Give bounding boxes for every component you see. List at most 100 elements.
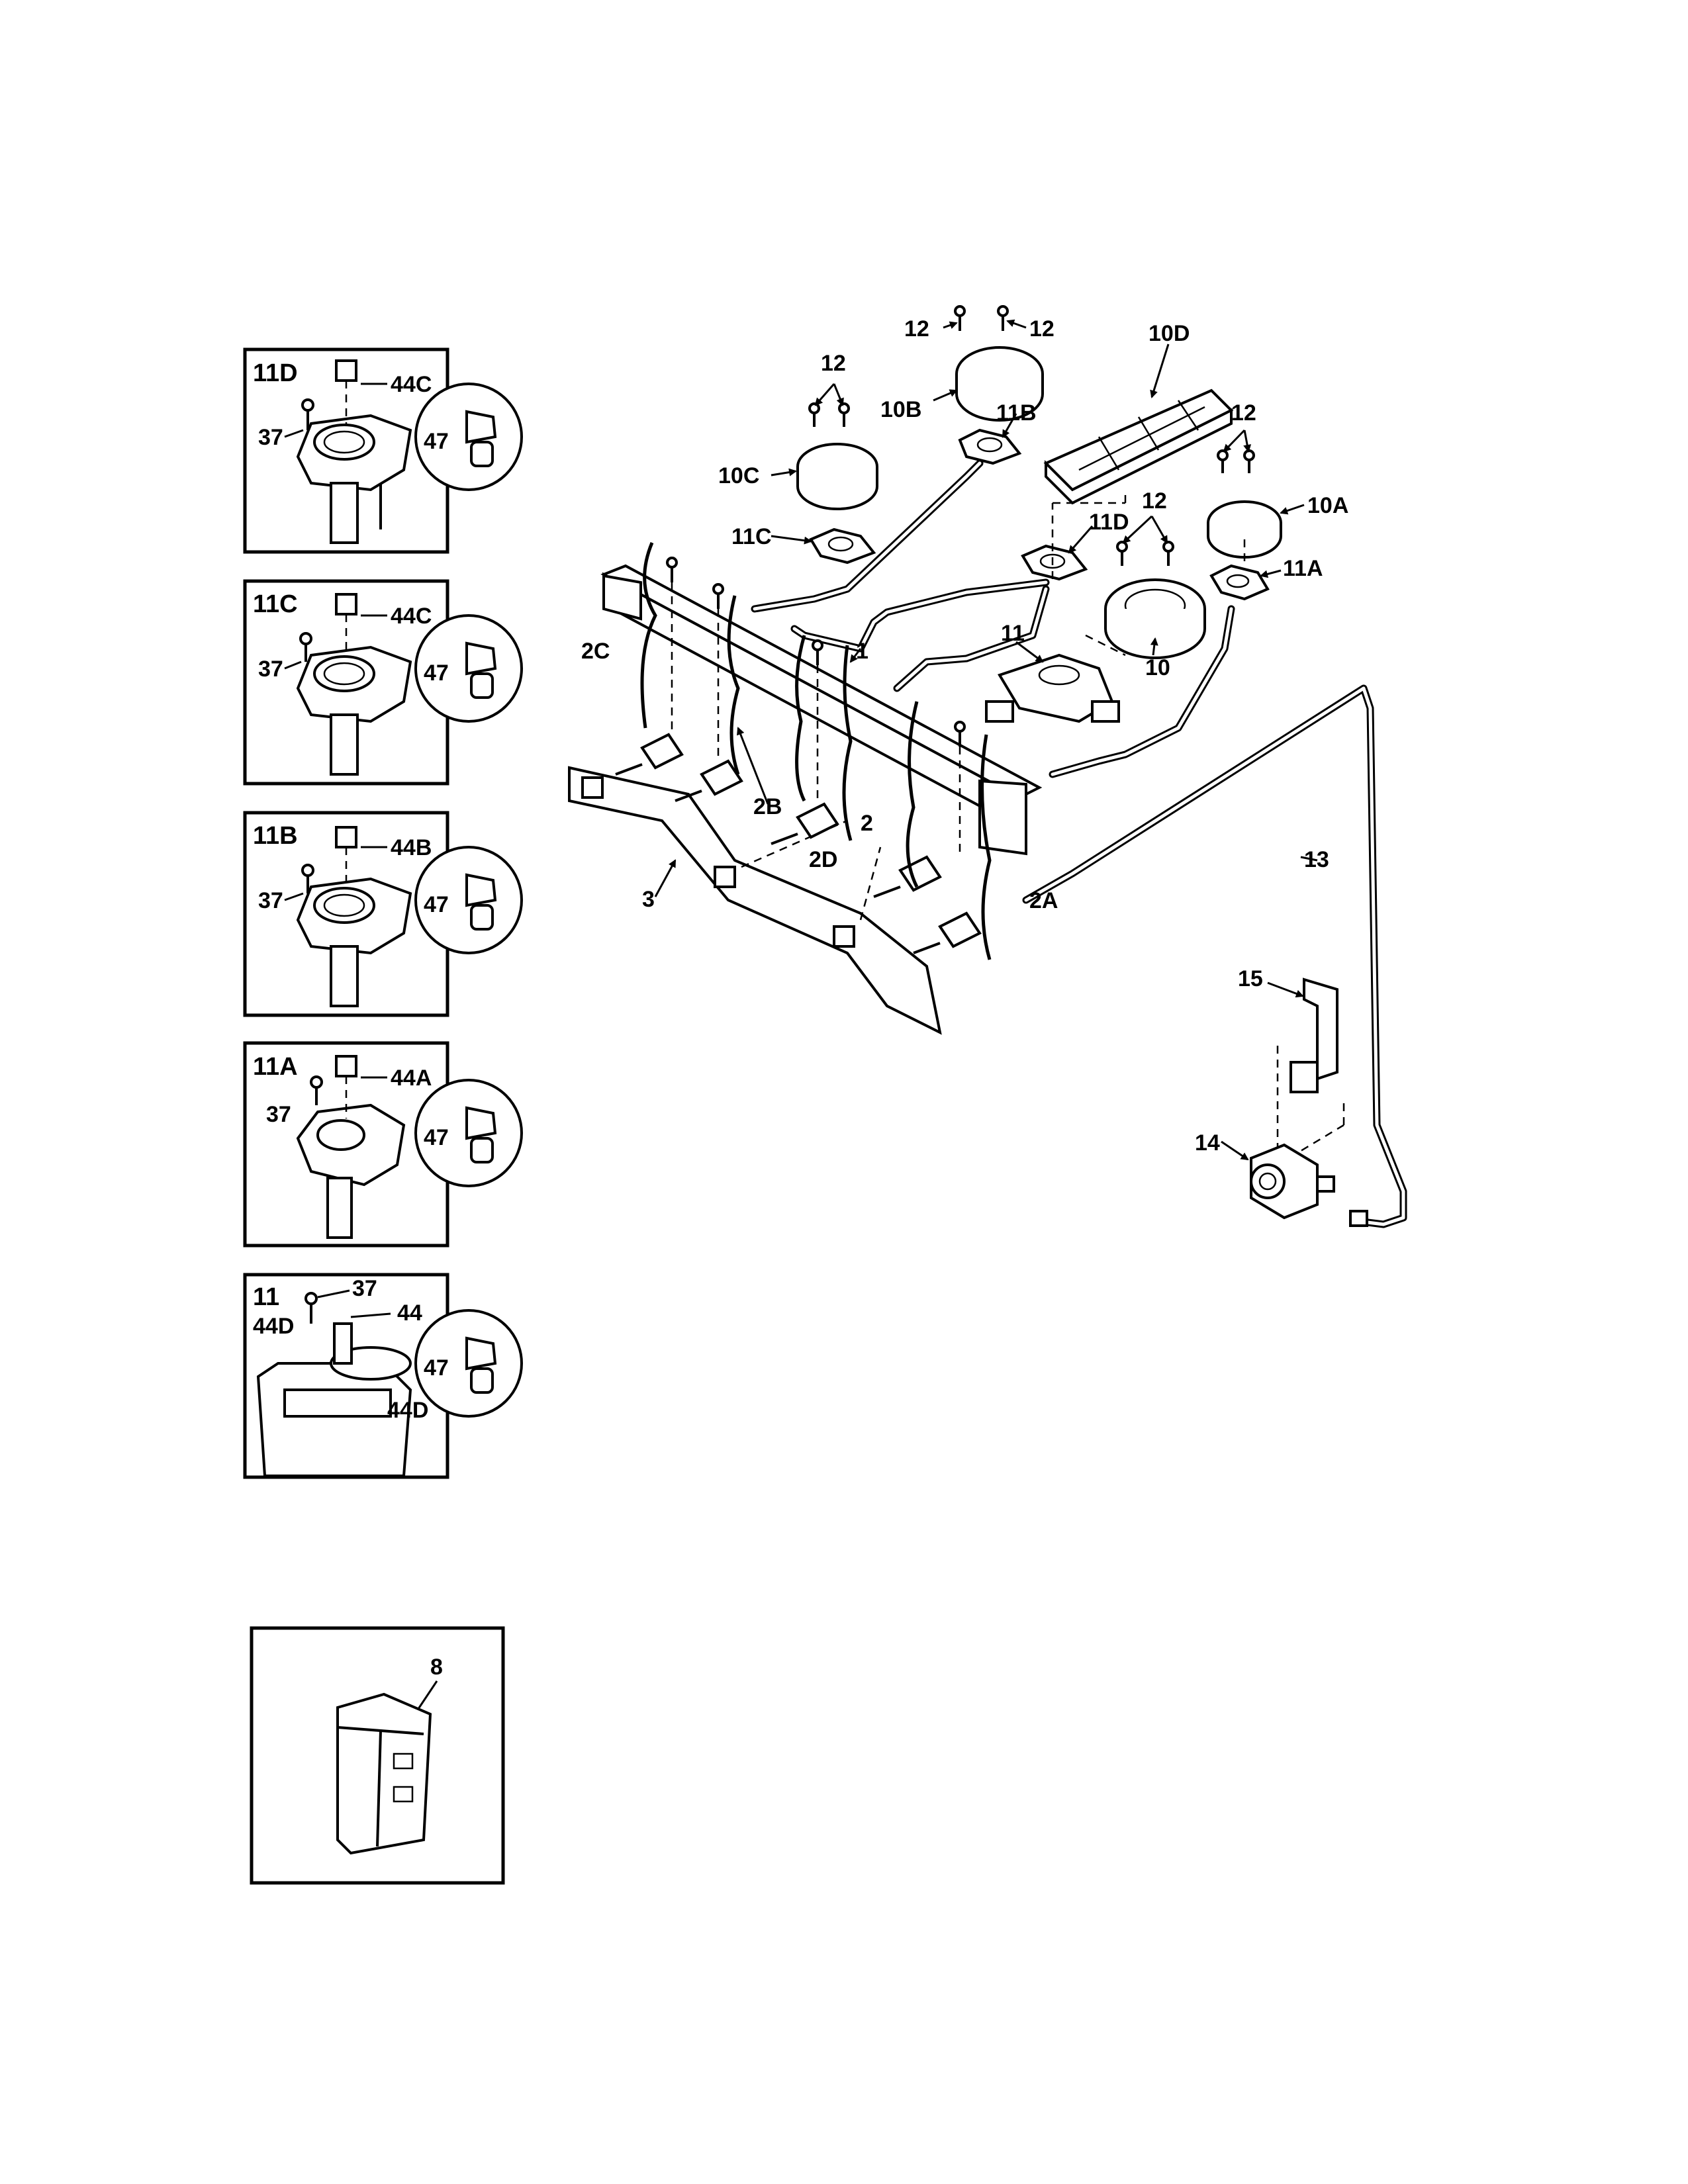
inset-11b-title: 11B [253, 822, 298, 850]
label-47: 47 [424, 660, 449, 686]
label-37: 37 [258, 657, 283, 682]
callout-10: 10 [1145, 655, 1170, 680]
burner-base-11d [296, 414, 412, 544]
burner-head-11b [958, 428, 1022, 465]
callout-2b: 2B [753, 794, 782, 819]
screw-37 [301, 398, 314, 430]
valve-2c [615, 733, 684, 776]
callout-2d: 2D [809, 847, 837, 872]
spark-cap-47 [465, 641, 497, 699]
spark-cap-47 [465, 873, 497, 931]
burner-head-11a [1209, 564, 1270, 601]
inset-11a: 11A 44A 37 47 [243, 1041, 523, 1248]
regulator-14 [1250, 1143, 1368, 1227]
spark-cap-47 [465, 1336, 497, 1394]
inset-igniter-8: 8 [250, 1626, 505, 1885]
callout-13: 13 [1304, 847, 1329, 872]
screws-12 [666, 305, 1255, 747]
callout-12-10a: 12 [1231, 400, 1256, 426]
callout-3: 3 [642, 887, 655, 912]
burner-cap-10c [796, 443, 878, 510]
callout-labels: 12 12 10D 10B 11B 12 10C 11C 12 10A 12 1… [581, 316, 1348, 1156]
valve-2d [771, 802, 839, 845]
label-44c: 44C [391, 604, 432, 629]
callout-12-top-right: 12 [1029, 316, 1055, 341]
callout-2a: 2A [1029, 888, 1058, 913]
burner-base-11c [296, 645, 412, 776]
callout-11b: 11B [996, 400, 1037, 426]
spark-cap-47 [465, 410, 497, 467]
inset-11-title: 11 [253, 1283, 279, 1311]
valve-2b [675, 759, 743, 802]
manifold-1 [600, 564, 1043, 856]
label-47: 47 [424, 1355, 449, 1381]
inset-11b: 11B 44B 37 47 [243, 811, 523, 1017]
burner-cap-10a [1207, 500, 1282, 559]
rail-3 [568, 766, 942, 1035]
callout-10b: 10B [880, 397, 921, 422]
callout-11d: 11D [1089, 510, 1129, 535]
callout-11: 11 [1001, 621, 1025, 646]
screw-37 [299, 632, 312, 662]
label-37: 37 [258, 888, 283, 913]
label-37: 37 [258, 425, 283, 450]
brace-groups [640, 542, 992, 960]
label-44b: 44B [391, 835, 432, 860]
label-44c: 44C [391, 372, 432, 397]
assembly-lines [671, 490, 1345, 1166]
burner-base-11b [296, 877, 412, 1007]
burner-base-11 [256, 1322, 412, 1477]
callout-2: 2 [861, 811, 873, 836]
callout-12-top-left: 12 [904, 316, 929, 341]
grate-10d [1043, 388, 1234, 505]
valve-2 [873, 855, 942, 898]
label-37: 37 [266, 1102, 291, 1127]
burner-cap-10b [955, 346, 1044, 422]
bracket-15 [1289, 978, 1338, 1093]
screw-37 [305, 1292, 318, 1324]
callout-2c: 2C [581, 639, 610, 664]
orifice-44c [335, 593, 357, 655]
spark-module-8 [336, 1692, 432, 1855]
screw-37 [301, 864, 314, 893]
label-44d-left: 44D [253, 1314, 294, 1339]
callout-11c: 11C [731, 524, 772, 549]
callout-14: 14 [1195, 1130, 1220, 1156]
callout-12-10: 12 [1142, 488, 1167, 514]
label-8: 8 [430, 1655, 443, 1680]
orifice-44a [335, 1055, 357, 1118]
orifice-44b [335, 826, 357, 887]
label-47: 47 [424, 892, 449, 917]
inset-11a-title: 11A [253, 1053, 298, 1081]
inset-11d: 11D 44C 37 47 [243, 347, 523, 554]
label-47: 47 [424, 1125, 449, 1150]
burner-tubes [751, 459, 1407, 1228]
callout-10a: 10A [1307, 493, 1348, 518]
inset-11c: 11C 44C 37 47 [243, 579, 523, 786]
valve-2a [913, 911, 982, 954]
callout-12-10c: 12 [821, 351, 846, 376]
inset-11: 11 37 44 44D 44D 47 [243, 1273, 523, 1479]
spark-cap-47 [465, 1106, 497, 1163]
callout-15: 15 [1238, 966, 1263, 991]
screw-37 [310, 1075, 323, 1105]
leader-lines [654, 319, 1318, 1161]
callout-10c: 10C [718, 463, 759, 488]
burner-cap-10 [1104, 578, 1206, 659]
callout-11a: 11A [1283, 556, 1323, 581]
burner-head-11d [1021, 544, 1088, 581]
burner-base-11 [985, 653, 1120, 723]
inset-11c-title: 11C [253, 590, 298, 618]
label-47: 47 [424, 429, 449, 454]
burner-base-11a [296, 1103, 406, 1239]
burner-head-11c [809, 527, 876, 565]
inset-11d-title: 11D [253, 359, 298, 387]
callout-10d: 10D [1149, 321, 1190, 346]
label-44: 44 [397, 1300, 422, 1326]
callout-1: 1 [856, 639, 868, 664]
label-44a: 44A [391, 1066, 432, 1091]
label-37: 37 [352, 1276, 377, 1301]
label-44d-right: 44D [387, 1398, 428, 1423]
orifice-44c [335, 359, 357, 424]
